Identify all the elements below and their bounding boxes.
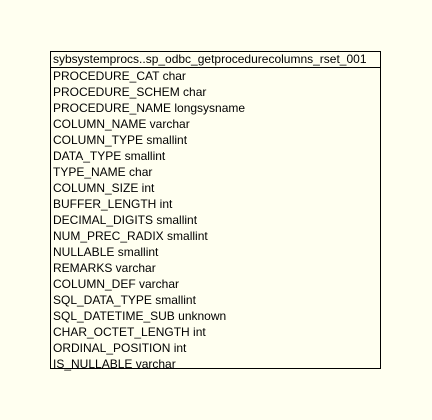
column-row: CHAR_OCTET_LENGTH int [53, 325, 206, 339]
column-row: TYPE_NAME char [53, 165, 153, 179]
column-row: COLUMN_SIZE int [53, 181, 155, 195]
column-row: PROCEDURE_NAME longsysname [53, 101, 246, 115]
column-row: IS_NULLABLE varchar [53, 357, 176, 371]
column-row: PROCEDURE_SCHEM char [53, 85, 207, 99]
column-row: DATA_TYPE smallint [53, 149, 166, 163]
column-row: NUM_PREC_RADIX smallint [53, 229, 208, 243]
column-row: COLUMN_NAME varchar [53, 117, 190, 131]
column-row: DECIMAL_DIGITS smallint [53, 213, 198, 227]
entity-box[interactable]: sybsystemprocs..sp_odbc_getprocedurecolu… [50, 51, 381, 372]
column-row: REMARKS varchar [53, 261, 156, 275]
column-row: COLUMN_DEF varchar [53, 277, 180, 291]
column-row: SQL_DATA_TYPE smallint [53, 293, 196, 307]
column-row: PROCEDURE_CAT char [53, 69, 186, 83]
column-row: SQL_DATETIME_SUB unknown [53, 309, 227, 323]
entity-title: sybsystemprocs..sp_odbc_getprocedurecolu… [51, 52, 380, 68]
column-row: ORDINAL_POSITION int [53, 341, 187, 355]
column-list: PROCEDURE_CAT char PROCEDURE_SCHEM char … [51, 68, 380, 372]
column-row: COLUMN_TYPE smallint [53, 133, 188, 147]
column-row: BUFFER_LENGTH int [53, 197, 173, 211]
column-row: NULLABLE smallint [53, 245, 159, 259]
